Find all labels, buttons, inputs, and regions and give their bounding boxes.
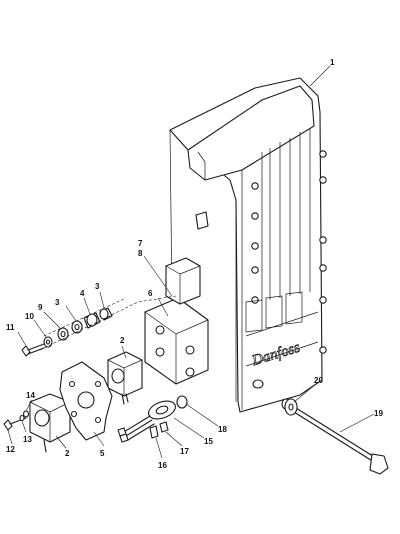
adapter-plate	[59, 361, 113, 441]
callout-8: 8	[138, 249, 143, 258]
bolt-washer	[284, 398, 298, 416]
callout-19: 19	[374, 409, 383, 418]
callout-3-upper: 3	[95, 282, 100, 291]
callout-16: 16	[158, 461, 167, 470]
callout-4: 4	[80, 289, 85, 298]
solenoid-coil-lower	[29, 393, 71, 453]
small-parts-stack	[21, 295, 177, 357]
coil-fasteners	[3, 410, 30, 431]
callout-11: 11	[6, 323, 15, 332]
callout-5: 5	[100, 449, 105, 458]
o-ring	[176, 395, 188, 409]
mounting-bracket	[144, 257, 209, 385]
callout-6: 6	[148, 289, 153, 298]
solenoid-coil-upper	[107, 351, 143, 405]
cable-connector	[117, 400, 176, 443]
callout-7: 7	[138, 239, 143, 248]
callout-20: 20	[314, 376, 323, 385]
callout-17: 17	[180, 447, 189, 456]
leader-lines	[7, 65, 375, 459]
callout-14: 14	[26, 391, 35, 400]
callout-1: 1	[330, 58, 335, 67]
callout-12: 12	[6, 445, 15, 454]
long-bolt	[281, 398, 389, 475]
callout-3-lower: 3	[55, 298, 60, 307]
callout-9: 9	[38, 303, 43, 312]
callout-2-lower: 2	[65, 449, 70, 458]
callout-2-upper: 2	[120, 336, 125, 345]
valve-housing: Danfoss	[169, 77, 327, 413]
callout-13: 13	[23, 435, 32, 444]
callout-10: 10	[25, 312, 34, 321]
callout-18: 18	[218, 425, 227, 434]
callout-labels: 1 2 2 3 3 4 5 6 7 8 9 10 11 12 13 14 15 …	[6, 58, 383, 470]
callout-15: 15	[204, 437, 213, 446]
